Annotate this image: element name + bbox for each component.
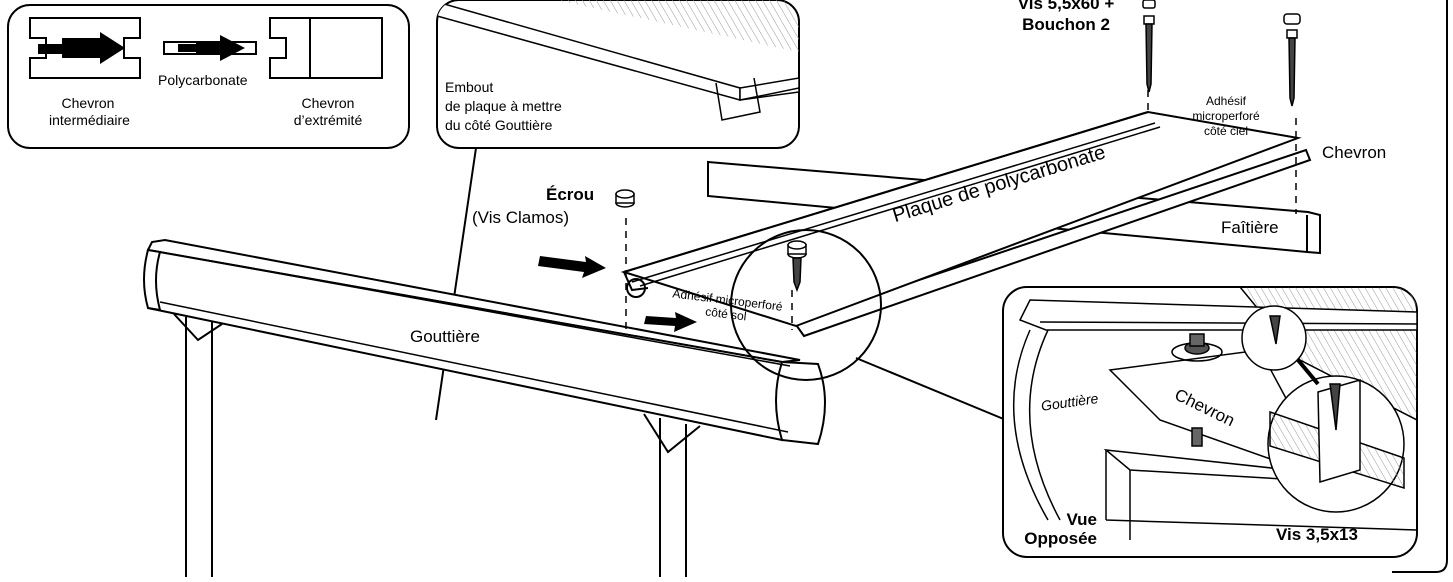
- long-screw-icon: [1143, 15, 1155, 93]
- ecrou-label: Écrou: [546, 185, 595, 204]
- nut-icon: [787, 240, 807, 259]
- main-assembly: [143, 38, 1321, 577]
- polycarbonate-label: Polycarbonate: [158, 72, 248, 88]
- faitiere-label: Faîtière: [1221, 218, 1279, 237]
- vis-clamos-label: (Vis Clamos): [472, 208, 569, 227]
- insert-arrows: [538, 256, 697, 332]
- frame-edge: [1392, 0, 1448, 573]
- bouchon-cap-icon: [1283, 13, 1301, 25]
- callout-line: [435, 147, 477, 421]
- adhesif-ciel-label: Adhésif microperforé côté ciel: [1192, 94, 1260, 138]
- chevron-extremite-profile: [269, 17, 383, 79]
- zoom-circle: [730, 229, 882, 381]
- endcap-label: Embout de plaque à mettre du côté Goutti…: [445, 79, 562, 133]
- gutter-end: [775, 360, 826, 446]
- nut-icon: [615, 189, 635, 208]
- arrow-right-icon: [538, 256, 606, 278]
- screw-icon: [792, 257, 802, 293]
- vue-opposee-label: Vue Opposée: [1024, 510, 1097, 548]
- zoom-circle-small: [626, 278, 646, 298]
- chevron-extremite-label: Chevron d’extrémité: [293, 95, 363, 128]
- chevron-intermediaire-label: Chevron intermédiaire: [49, 95, 130, 128]
- callout-line: [855, 357, 1007, 421]
- vis-3-5x13-label: Vis 3,5x13: [1276, 525, 1358, 544]
- vis-bouchon-label: Vis 5,5x60 + Bouchon 2: [1017, 0, 1115, 34]
- gouttiere-label: Gouttière: [410, 327, 480, 346]
- post-left: [185, 317, 213, 577]
- long-screw-icon: [1286, 29, 1298, 107]
- insert-arrow-icon: [62, 32, 125, 64]
- arrow-right-icon: [644, 312, 697, 332]
- bouchon-cap-icon: [1142, 0, 1156, 9]
- endcap-inset: [435, 0, 800, 421]
- profiles-inset: [7, 4, 410, 149]
- post-right: [659, 418, 687, 577]
- insert-arrow-icon: [196, 35, 245, 61]
- chevron-label: Chevron: [1322, 143, 1387, 162]
- detail-inset: [1002, 286, 1418, 558]
- chevron-rafter: [792, 148, 1312, 338]
- screw-icons: [615, 0, 1301, 293]
